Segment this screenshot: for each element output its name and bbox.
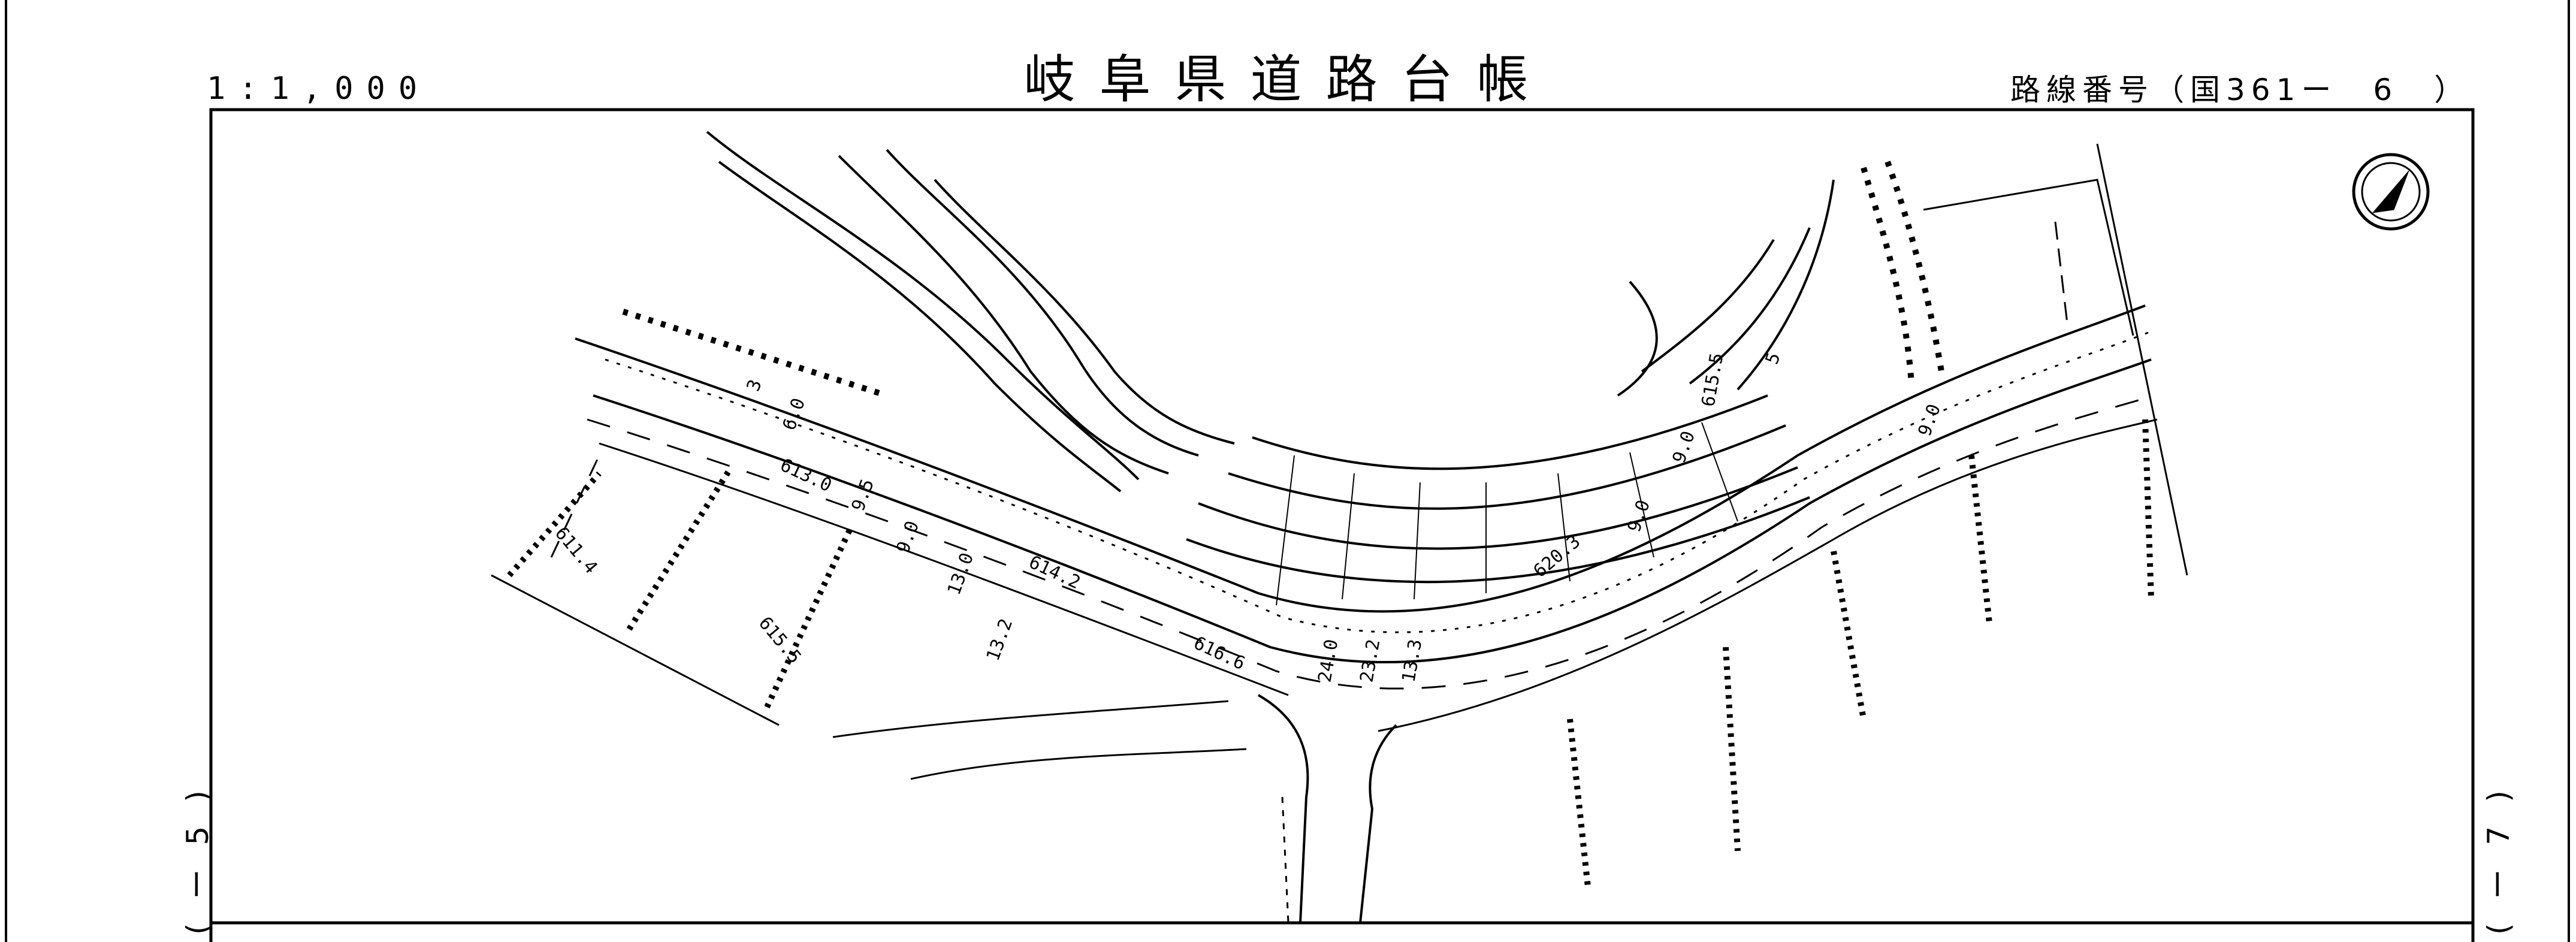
side-road	[1258, 694, 1397, 923]
main-road	[575, 304, 2158, 732]
elevation-label: 615.5	[1698, 351, 1728, 408]
document-title: 岐阜県道路台帳	[1023, 50, 1553, 110]
width-label: 9.5	[848, 476, 878, 514]
width-label: 13.2	[983, 616, 1017, 664]
parcel-boundaries	[491, 143, 2188, 780]
width-label: 13.3	[1398, 638, 1426, 684]
width-label: 13.0	[944, 550, 979, 598]
route-number: 路線番号（国361ー 6 ）	[2010, 73, 2471, 107]
width-label: 9.0	[1624, 497, 1654, 535]
width-label: 3	[743, 377, 766, 394]
hedge-rows	[507, 419, 2154, 887]
retaining-wall	[622, 161, 1944, 398]
elevation-label: 615.5	[754, 613, 805, 668]
width-label: 24.0	[1314, 638, 1342, 684]
elevation-label: 614.2	[1026, 552, 1084, 594]
map-frame	[209, 108, 2475, 942]
width-label: 23.2	[1356, 638, 1384, 684]
terraces	[1186, 394, 1810, 606]
contour-lines	[706, 131, 1835, 493]
scale-label: 1:1,000	[207, 71, 431, 107]
width-label: 9.0	[1914, 401, 1945, 439]
elevation-label: 611.4	[551, 523, 602, 578]
elevation-label: 613.0	[777, 455, 835, 497]
width-label: 9.0	[893, 518, 923, 556]
north-arrow-icon	[2352, 153, 2430, 231]
width-label: 5	[1762, 350, 1785, 367]
width-label: 6.0	[779, 395, 810, 433]
